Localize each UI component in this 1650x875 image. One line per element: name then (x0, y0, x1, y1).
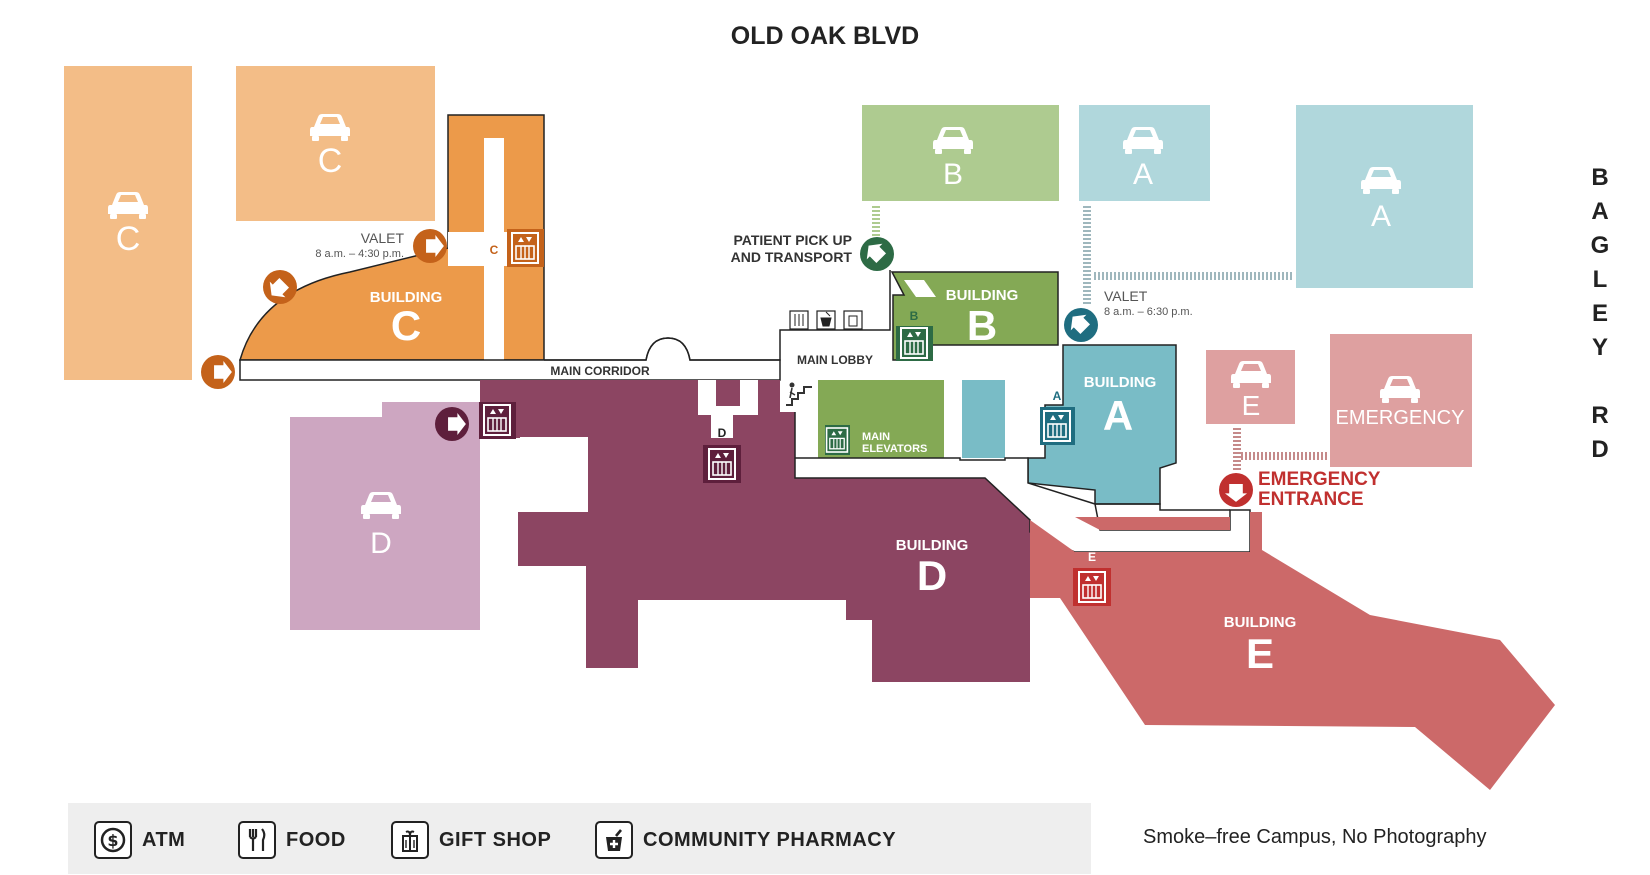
building-d-letter: D (917, 552, 947, 599)
entrance-arrow-valet-c[interactable] (413, 229, 447, 263)
entrance-arrow-valet-a[interactable] (1064, 308, 1098, 342)
valet-a-hours: 8 a.m. – 6:30 p.m. (1104, 306, 1193, 318)
parking-e-label: E (1242, 390, 1261, 421)
emergency-entrance-label-2: ENTRANCE (1258, 489, 1364, 510)
atm-icon: $ (94, 821, 132, 859)
building-e[interactable]: BUILDING E (1030, 512, 1555, 790)
parking-c-left-label: C (116, 220, 141, 258)
parking-a-small[interactable]: A (1079, 105, 1210, 201)
road-letter: A (1591, 198, 1608, 225)
building-a-word: BUILDING (1084, 374, 1157, 391)
road-letter: E (1592, 300, 1608, 327)
elevator-d-tag: D (718, 426, 727, 440)
main-elevators-label-2: ELEVATORS (862, 443, 927, 455)
road-letter: Y (1592, 334, 1608, 361)
building-b-letter: B (967, 302, 997, 349)
main-lobby-column (962, 380, 1005, 458)
valet-c-hours: 8 a.m. – 4:30 p.m. (315, 248, 404, 260)
parking-d[interactable]: D (290, 402, 480, 630)
parking-a-large[interactable]: A (1296, 105, 1473, 288)
elevator-e[interactable]: E (1073, 550, 1111, 606)
main-lobby-label: MAIN LOBBY (797, 353, 873, 367)
building-b[interactable]: BUILDING B (890, 271, 1059, 361)
building-a-letter: A (1103, 392, 1133, 439)
elevator-d[interactable]: D (703, 426, 741, 483)
legend-item-atm: $ ATM (94, 821, 185, 859)
parking-a-large-label: A (1371, 200, 1391, 233)
parking-c-left[interactable]: C (64, 66, 192, 380)
road-letter: R (1591, 402, 1608, 429)
elevator-b-tag: B (910, 309, 919, 323)
lobby-amenities (789, 310, 863, 330)
emergency-entrance-label-1: EMERGENCY (1258, 469, 1381, 490)
building-d[interactable]: BUILDING D (480, 380, 1030, 682)
road-letter: D (1591, 436, 1608, 463)
parking-d-label: D (370, 527, 392, 560)
svg-text:$: $ (107, 831, 118, 850)
elevator-c-tag: C (490, 243, 499, 257)
parking-e[interactable]: E (1206, 350, 1295, 424)
elevator-c[interactable]: C (490, 229, 544, 267)
parking-a-small-label: A (1133, 158, 1153, 191)
legend-label: FOOD (286, 828, 346, 851)
stairs-icon (786, 382, 812, 406)
entrance-arrow-emergency[interactable] (1219, 473, 1253, 507)
pharmacy-icon (595, 821, 633, 859)
building-c[interactable]: BUILDING C (239, 114, 545, 361)
parking-c-top-label: C (318, 142, 343, 180)
road-old-oak-blvd: OLD OAK BLVD (731, 22, 919, 50)
building-c-word: BUILDING (370, 289, 443, 306)
elevator-a-tag: A (1053, 389, 1062, 403)
building-a[interactable]: BUILDING A (1027, 344, 1177, 505)
building-e-word: BUILDING (1224, 614, 1297, 631)
legend-item-community-pharmacy: COMMUNITY PHARMACY (595, 821, 896, 859)
building-b-word: BUILDING (946, 287, 1019, 304)
building-e-letter: E (1246, 630, 1274, 677)
entrance-arrow-patient-pickup[interactable] (860, 237, 894, 271)
main-elevators[interactable]: MAIN ELEVATORS (818, 380, 944, 458)
legend-label: COMMUNITY PHARMACY (643, 828, 897, 851)
legend-label: ATM (142, 828, 186, 851)
building-c-letter: C (391, 302, 421, 349)
patient-pickup-label-1: PATIENT PICK UP (734, 232, 853, 248)
parking-b-label: B (943, 158, 963, 191)
entrance-arrow-c-north[interactable] (263, 270, 297, 304)
valet-c-label: VALET (361, 230, 405, 246)
walkways (872, 206, 1327, 470)
gift-shop-icon (391, 821, 429, 859)
legend-item-gift-shop: GIFT SHOP (391, 821, 551, 859)
elevator-b[interactable]: B (896, 309, 933, 361)
parking-b[interactable]: B (862, 105, 1059, 201)
legend-item-food: FOOD (238, 821, 346, 859)
road-letter: L (1593, 266, 1608, 293)
road-letter: B (1591, 164, 1608, 191)
parking-emergency[interactable]: EMERGENCY (1330, 334, 1472, 467)
legend-label: GIFT SHOP (439, 828, 552, 851)
building-d-word: BUILDING (896, 537, 969, 554)
main-elevators-label-1: MAIN (862, 431, 890, 443)
food-icon (238, 821, 276, 859)
entrance-arrow-d[interactable] (435, 407, 469, 441)
road-letter: G (1591, 232, 1610, 259)
entrance-arrow-c-west[interactable] (201, 355, 235, 389)
footer-note: Smoke–free Campus, No Photography (1143, 826, 1487, 848)
patient-pickup-label-2: AND TRANSPORT (731, 249, 853, 265)
elevator-a[interactable]: A (1040, 389, 1075, 445)
elevator-d-west[interactable] (479, 402, 516, 439)
road-bagley-rd: B A G L E Y R D (1591, 164, 1610, 463)
main-corridor-label: MAIN CORRIDOR (550, 364, 650, 378)
legend: $ ATM FOOD GIFT SHOP COMMUNITY PHARMACY (68, 803, 1091, 874)
elevator-e-tag: E (1088, 550, 1096, 564)
valet-a-label: VALET (1104, 288, 1148, 304)
parking-c-top[interactable]: C (236, 66, 435, 221)
parking-emergency-label: EMERGENCY (1336, 407, 1465, 429)
